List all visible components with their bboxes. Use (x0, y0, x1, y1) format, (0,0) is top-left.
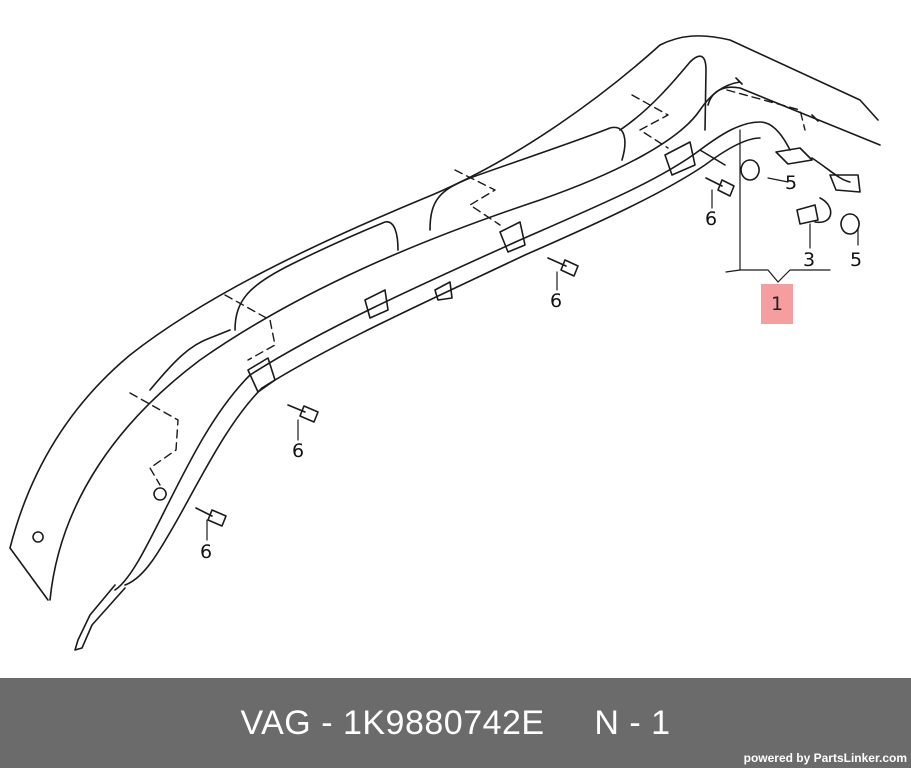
panel-outline (9, 35, 879, 549)
nut-right (840, 213, 860, 235)
callout-part-3: 3 (803, 249, 816, 271)
powered-by-link[interactable]: powered by PartsLinker.com (743, 751, 907, 765)
callout-part-1-highlighted: 1 (761, 284, 793, 324)
airbag-tube-bottom (261, 137, 761, 389)
bolt-lower (287, 404, 319, 423)
callout-part-6: 6 (292, 440, 305, 462)
position-label: N - 1 (594, 704, 671, 742)
window-cutout-3 (619, 55, 707, 131)
brand-label: VAG (240, 704, 312, 742)
callout-part-5: 5 (850, 249, 863, 271)
nut-left (740, 159, 760, 181)
window-cutout-2 (234, 221, 399, 331)
panel-inner-edge (49, 81, 741, 601)
footer-bar: VAG - 1K9880742E N - 1 powered by PartsL… (0, 678, 911, 768)
callout-part-6: 6 (200, 541, 213, 563)
window-cutout-1 (429, 126, 626, 231)
panel-lower-edge (9, 547, 49, 601)
bolt-center (547, 257, 579, 277)
parts-diagram (9, 35, 881, 651)
window-cutout-4 (707, 86, 881, 146)
callout-part-6: 6 (550, 290, 563, 312)
callout-part-5: 5 (785, 172, 798, 194)
part-number: 1K9880742E (342, 704, 545, 742)
callout-part-6: 6 (705, 208, 718, 230)
footer-title: VAG - 1K9880742E N - 1 (240, 704, 671, 742)
airbag-tube-top (249, 121, 791, 376)
bolt-bottom (195, 507, 227, 527)
bolt-upper-right (705, 177, 735, 197)
